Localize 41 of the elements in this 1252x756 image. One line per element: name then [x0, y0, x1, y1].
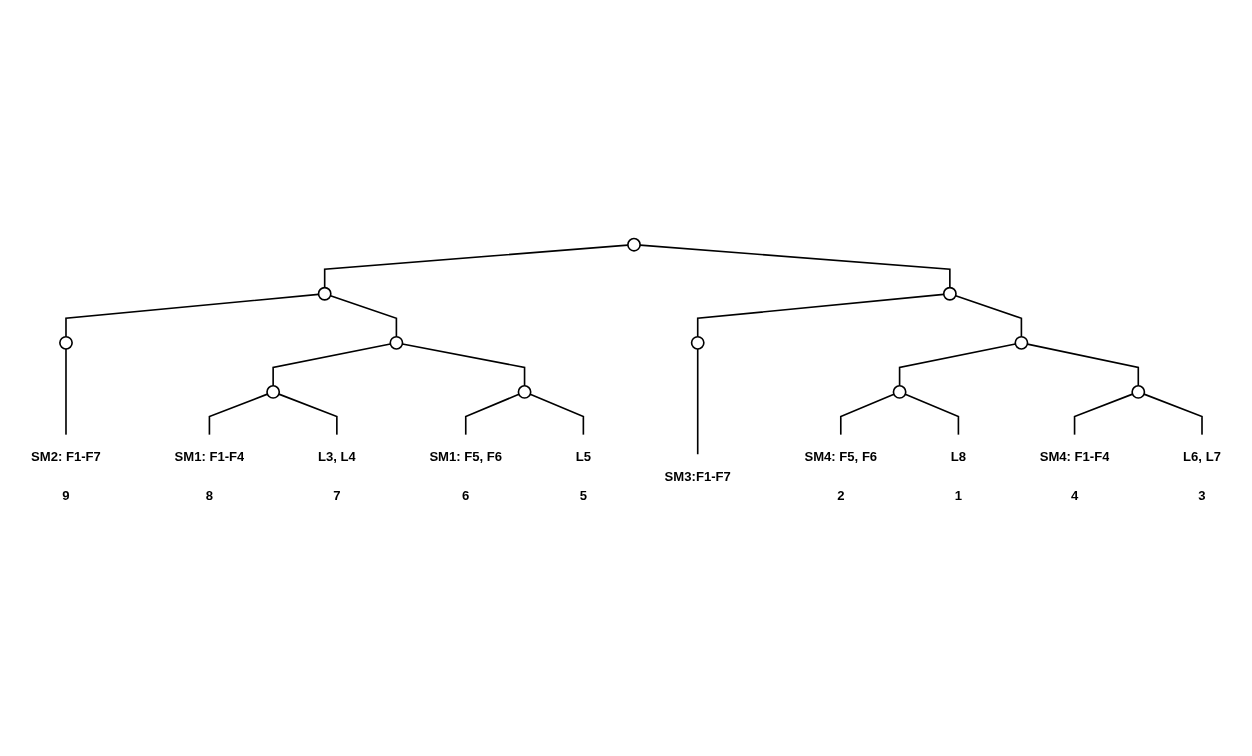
connector — [904, 393, 960, 436]
node-text: L3, L4 7 — [317, 449, 356, 503]
node-text: L6, L7 3 — [1183, 449, 1221, 503]
connector — [696, 347, 699, 455]
connector — [1026, 342, 1140, 387]
connector — [954, 294, 1023, 338]
connector — [696, 293, 945, 338]
node-ellipse — [690, 335, 705, 350]
connector — [272, 342, 392, 387]
connector — [1143, 392, 1203, 436]
connector — [323, 243, 629, 288]
node-text: SM1: F5, F6 6 — [429, 449, 503, 503]
connector — [529, 393, 585, 436]
node-text: L8 1 — [950, 449, 967, 503]
node-text: SM4: F1-F4 4 — [1039, 449, 1110, 503]
connector — [1073, 392, 1134, 436]
node-text: SM1: F1-F4 8 — [174, 449, 245, 503]
connector — [839, 393, 895, 436]
node-ellipse — [1014, 335, 1029, 350]
node-text: SM4: F5, F6 2 — [804, 449, 878, 503]
node-ellipse — [59, 335, 73, 350]
connector — [898, 342, 1017, 387]
connector — [464, 393, 520, 436]
node-ellipse — [517, 384, 532, 399]
connector — [401, 342, 526, 387]
node-ellipse — [389, 335, 404, 350]
connector — [208, 392, 269, 436]
node-text: SM3:F1-F7 — [664, 468, 731, 483]
node-text: L5 5 — [575, 449, 591, 503]
connector — [278, 392, 338, 436]
connector — [65, 347, 67, 436]
connector — [65, 293, 320, 338]
node-ellipse — [1131, 384, 1146, 399]
node-ellipse — [317, 286, 332, 301]
node-ellipse — [627, 237, 641, 252]
connector — [329, 294, 398, 338]
node-ellipse — [266, 384, 281, 399]
connector — [639, 243, 951, 288]
node-ellipse — [892, 384, 907, 399]
node-ellipse — [942, 286, 957, 301]
node-text: SM2: F1-F7 9 — [31, 449, 101, 503]
